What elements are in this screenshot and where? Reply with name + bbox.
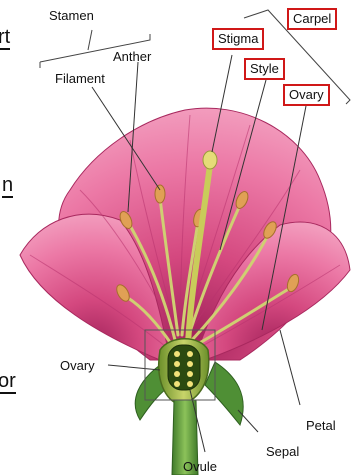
label-filament: Filament [55,71,105,86]
label-sepal: Sepal [266,444,299,459]
text-fragment-3: or [0,370,16,394]
label-stigma: Stigma [212,28,264,50]
label-style: Style [244,58,285,80]
label-anther: Anther [113,49,151,64]
ovary-cross-section [159,339,209,405]
petals [20,108,350,360]
text-fragment-1: rt [0,26,10,50]
label-ovary: Ovary [283,84,330,106]
label-ovary-left: Ovary [60,358,95,373]
label-petal: Petal [306,418,336,433]
label-carpel: Carpel [287,8,337,30]
text-fragment-2: n [2,174,13,198]
label-ovule: Ovule [183,459,217,474]
label-stamen: Stamen [49,8,94,23]
